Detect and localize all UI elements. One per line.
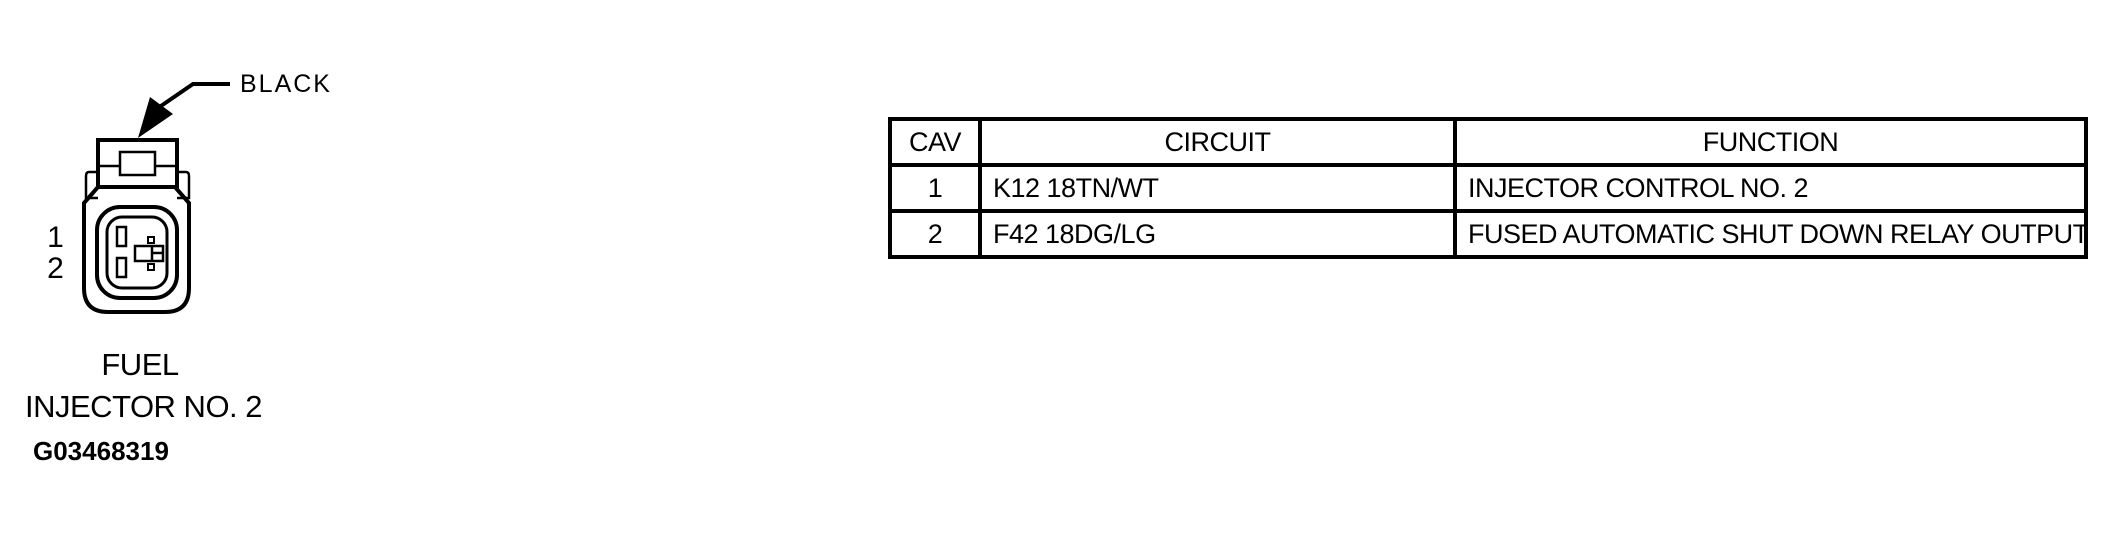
index-square-bottom <box>147 263 155 271</box>
figure-id: G03468319 <box>33 436 169 466</box>
index-square-top <box>147 236 155 244</box>
table-header-row: CAV CIRCUIT FUNCTION <box>888 117 2088 167</box>
cavity-slot-2 <box>115 256 128 279</box>
caption-line-2: INJECTOR NO. 2 <box>25 389 263 424</box>
connector-color-label: BLACK <box>240 70 332 98</box>
cell-cav-2: 2 <box>888 209 982 259</box>
cell-circuit-2: F42 18DG/LG <box>978 209 1457 259</box>
connector-cap <box>96 138 179 189</box>
header-function: FUNCTION <box>1453 117 2088 167</box>
pinout-table: CAV CIRCUIT FUNCTION 1 K12 18TN/WT INJEC… <box>888 117 2088 259</box>
connector-wing-left <box>84 170 98 200</box>
table-row: 1 K12 18TN/WT INJECTOR CONTROL NO. 2 <box>888 163 2088 213</box>
cell-circuit-1: K12 18TN/WT <box>978 163 1457 213</box>
cell-function-1: INJECTOR CONTROL NO. 2 <box>1453 163 2088 213</box>
connector-seal-outer <box>95 205 179 300</box>
connector-diagram: BLACK 1 2 FUEL INJECTOR NO. 2 G03468319 <box>0 0 360 536</box>
connector-seal-inner <box>105 215 169 290</box>
leader-arrow-icon <box>138 82 230 138</box>
cell-cav-1: 1 <box>888 163 982 213</box>
pin-label-2: 2 <box>47 252 64 285</box>
connector-line-art <box>82 82 230 314</box>
keying-feature <box>133 244 165 263</box>
connector-caption: FUEL INJECTOR NO. 2 <box>25 344 263 428</box>
cell-function-2: FUSED AUTOMATIC SHUT DOWN RELAY OUTPUT <box>1453 209 2088 259</box>
table-row: 2 F42 18DG/LG FUSED AUTOMATIC SHUT DOWN … <box>888 209 2088 259</box>
cavity-slot-1 <box>115 225 128 248</box>
caption-line-1: FUEL <box>101 347 179 382</box>
connector-latch <box>118 150 157 177</box>
connector-body <box>82 185 191 314</box>
pin-label-1: 1 <box>47 221 64 254</box>
header-circuit: CIRCUIT <box>978 117 1457 167</box>
header-cav: CAV <box>888 117 982 167</box>
connector-wing-right <box>177 170 191 200</box>
